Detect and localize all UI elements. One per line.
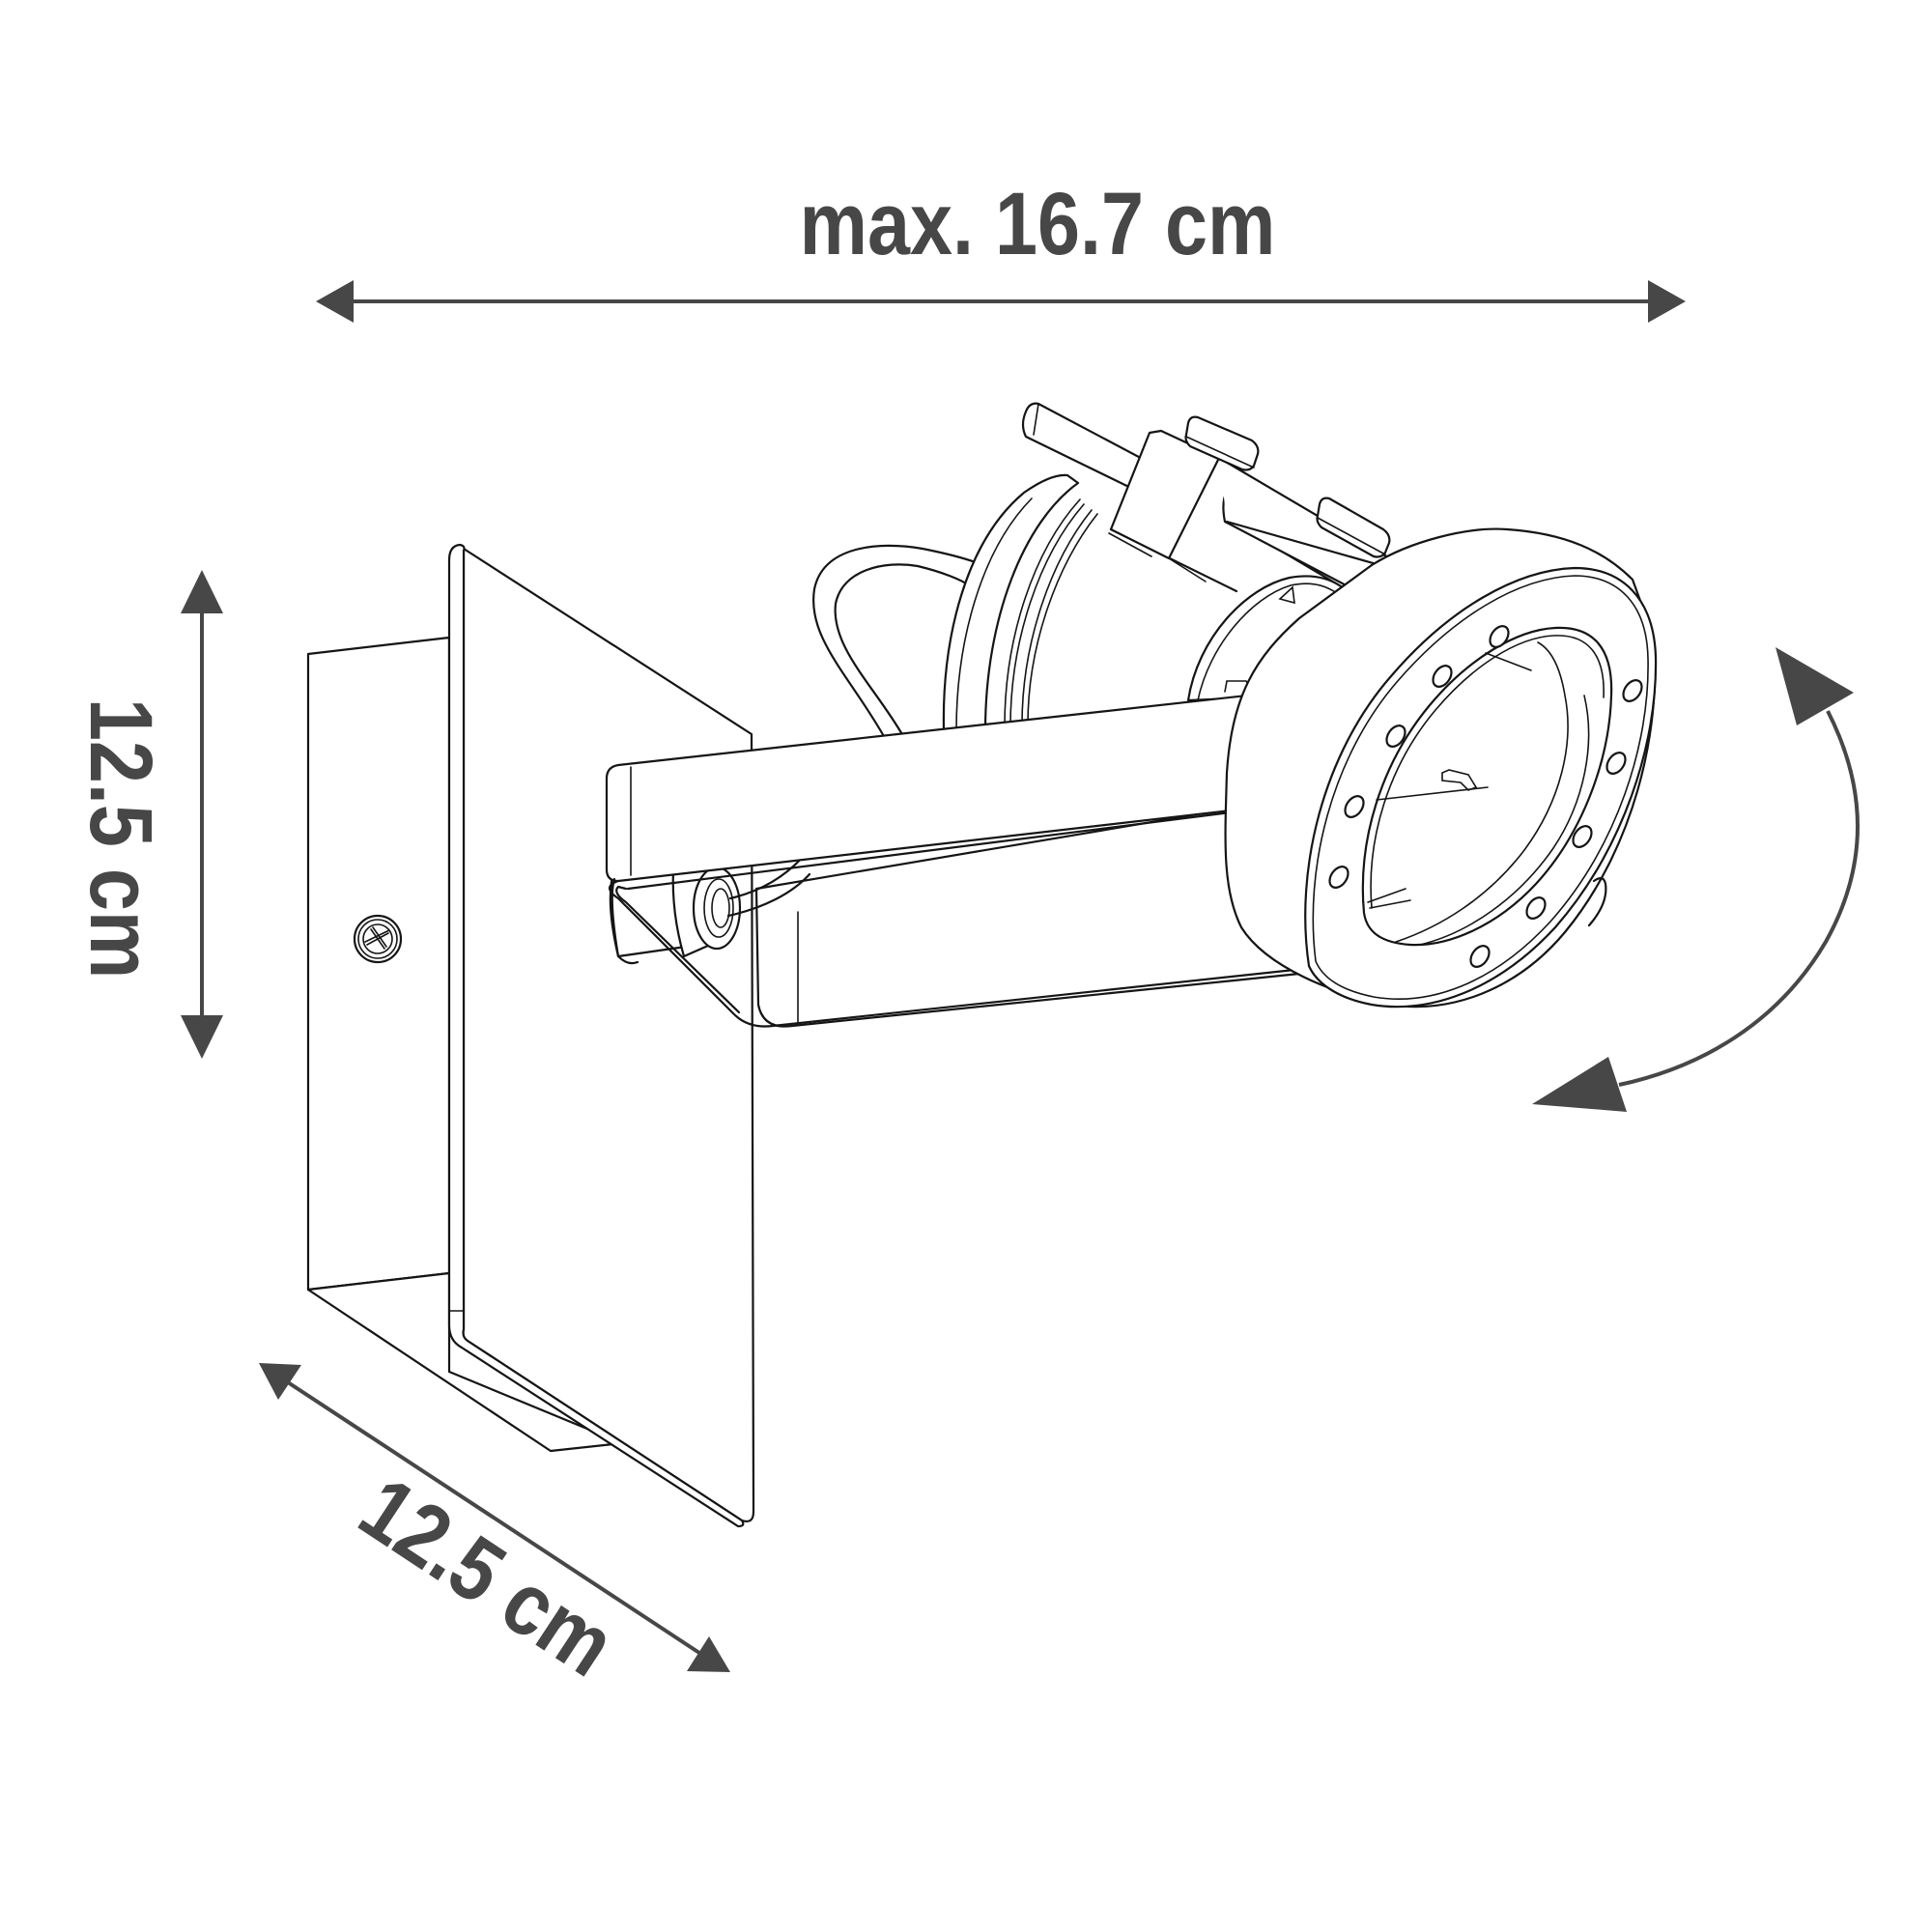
- rotation-arrowhead-bottom-icon: [1532, 1057, 1627, 1112]
- ring-holes: [1328, 625, 1643, 968]
- curved-double-arrow-icon: [1618, 710, 1860, 1087]
- arrow-down-icon: [181, 1015, 223, 1059]
- height-label: 12.5 cm: [71, 698, 171, 979]
- cable-loop: [811, 544, 982, 740]
- height-dimension: 12.5 cm: [71, 570, 223, 1059]
- arrow-up-icon: [181, 570, 223, 613]
- lower-bracket: [754, 796, 1301, 1028]
- arrow-downright-icon: [687, 1636, 730, 1672]
- screw-icon: [353, 914, 403, 964]
- depth-label: 12.5 cm: [343, 1459, 632, 1696]
- wall-plate: [447, 543, 755, 1528]
- rotation-indicator: [1532, 647, 1860, 1112]
- arrow-right-icon: [1648, 280, 1686, 323]
- rotation-arrowhead-top-icon: [1776, 647, 1854, 725]
- arrow-left-icon: [316, 280, 354, 323]
- depth-dimension-line: [283, 1378, 707, 1659]
- tilt-bracket: [1021, 402, 1399, 601]
- wall-lamp-illustration: [306, 402, 1658, 1528]
- lens-ring: [1224, 527, 1658, 1009]
- width-dimension: max. 16.7 cm: [316, 174, 1686, 323]
- arrow-upleft-icon: [259, 1363, 301, 1400]
- width-label: max. 16.7 cm: [800, 174, 1276, 273]
